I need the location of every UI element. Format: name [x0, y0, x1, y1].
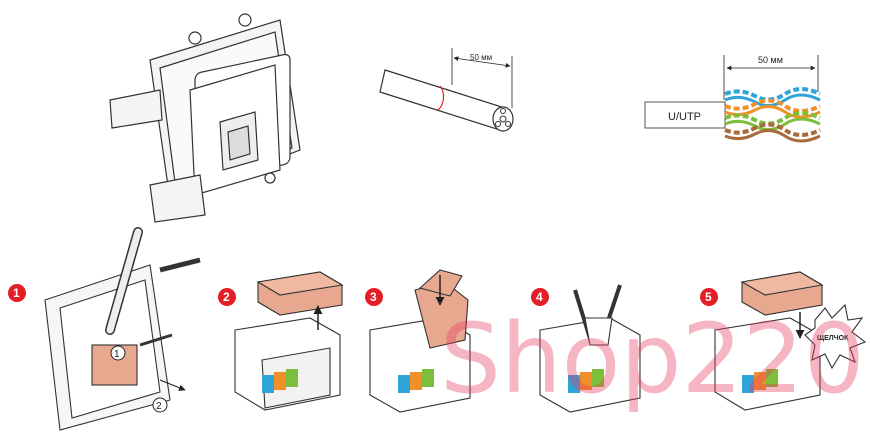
step-1-illustration [44, 227, 201, 431]
pair-strip-illustration [644, 55, 821, 143]
step-1-callout-1-circle [110, 345, 126, 361]
cable-type-label: U/UTP [668, 111, 701, 123]
cable-strip-length-label: 50 мм [470, 53, 492, 62]
click-label: ЩЕЛЧОК [817, 335, 849, 342]
step-5-number: 5 [705, 290, 712, 304]
step-3-illustration [369, 269, 471, 413]
step-5-badge [700, 288, 718, 306]
step-1-callout-1: 1 [114, 349, 120, 360]
pair-strip-length-label: 50 мм [758, 55, 783, 65]
step-2-illustration [234, 271, 344, 411]
step-4-illustration [539, 284, 641, 413]
watermark: Shop220 [440, 303, 865, 415]
step-2-badge [218, 288, 236, 306]
step-1-number: 1 [13, 286, 20, 300]
step-1-callout-2: 2 [156, 401, 162, 412]
step-2-number: 2 [223, 290, 230, 304]
step-1-callout-2-circle [152, 397, 168, 413]
step-4-badge [531, 288, 549, 306]
step-5-illustration [714, 271, 867, 411]
step-4-number: 4 [536, 290, 543, 304]
step-3-number: 3 [370, 290, 377, 304]
step-3-badge [365, 288, 383, 306]
socket-assembly-illustration [109, 13, 301, 223]
cable-strip-illustration [379, 48, 514, 132]
step-1-badge [8, 284, 26, 302]
